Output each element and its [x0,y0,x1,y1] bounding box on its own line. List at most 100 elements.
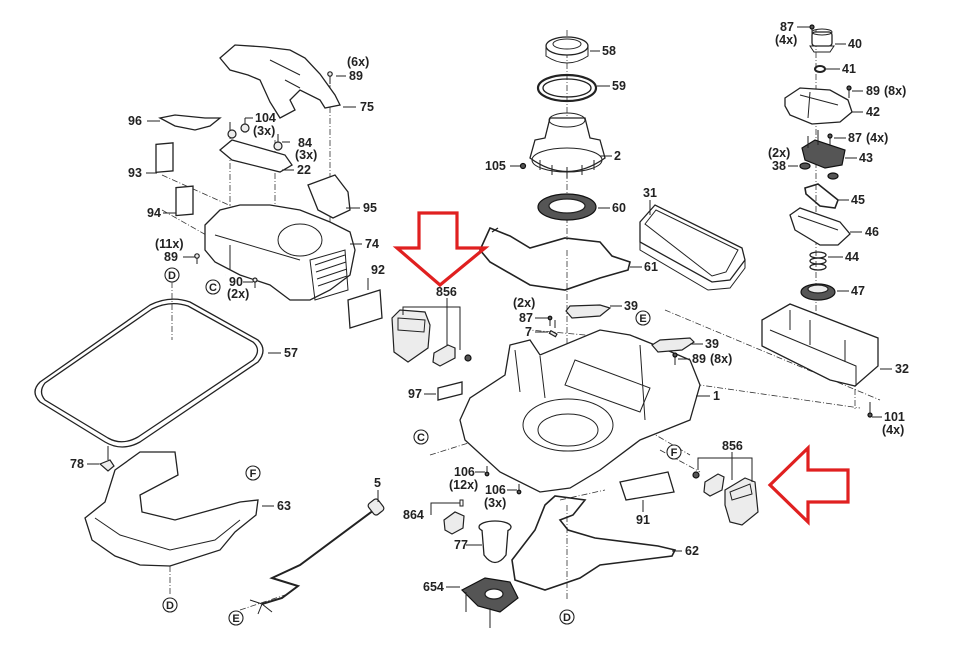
part-78-clip[interactable] [98,446,115,472]
label-89-cover-qty: (6x) [347,55,369,69]
part-22-plate[interactable] [218,139,293,173]
part-89-screws-8x-valve[interactable] [846,85,852,98]
label-106-b-qty: (3x) [484,496,506,510]
label-22: 22 [297,163,311,177]
part-74-housing[interactable] [204,204,356,301]
part-31-filter[interactable] [639,204,746,291]
label-101: 101 [884,410,905,424]
part-39-float-a[interactable] [565,304,612,319]
label-60: 60 [612,201,626,215]
part-5-power-cable[interactable] [249,498,385,615]
part-96-pad[interactable] [158,114,222,131]
label-2: 2 [614,149,621,163]
part-864-connector[interactable] [443,499,465,535]
label-38: 38 [772,159,786,173]
part-40-actuator[interactable] [809,28,835,53]
part-84-screw[interactable] [273,134,283,151]
part-89-screws-8x-housing[interactable] [672,352,678,365]
part-59-ring[interactable] [536,73,598,103]
label-89-main: 89 [692,352,706,366]
part-labels: 58 59 2 105 60 61 31 87 (4x) 40 41 89 (8… [70,20,909,594]
part-89-screws-11x[interactable] [194,253,200,264]
part-47-diaphragm[interactable] [800,283,836,301]
label-89-main-qty: (8x) [710,352,732,366]
svg-text:E: E [639,313,646,325]
label-46: 46 [865,225,879,239]
part-654-foot-bracket[interactable] [460,577,519,628]
part-32-valve-base[interactable] [761,303,879,387]
part-39-float-b[interactable] [651,337,695,353]
part-856-kit-lower[interactable] [692,471,759,526]
part-62-gasket[interactable] [511,495,677,591]
label-104: 104 [255,111,276,125]
reference-marker-F-left: F [245,465,261,481]
part-63-base-tray[interactable] [84,451,259,567]
label-43: 43 [859,151,873,165]
part-101-screws[interactable] [867,402,873,418]
part-104-screws[interactable] [227,118,250,139]
label-75: 75 [360,100,374,114]
part-41-oring[interactable] [814,65,826,73]
label-105: 105 [485,159,506,173]
label-97: 97 [408,387,422,401]
part-75-cover-duct[interactable] [219,44,341,119]
part-94-filter-block[interactable] [175,185,194,217]
part-57-seal[interactable] [34,298,264,448]
part-856-kit-upper[interactable] [391,309,472,367]
label-84-qty: (3x) [295,148,317,162]
part-38-washers[interactable] [799,162,839,180]
part-105-screw[interactable] [519,162,527,170]
label-44: 44 [845,250,859,264]
label-106-a-qty: (12x) [449,478,478,492]
part-46-cover[interactable] [789,207,851,246]
svg-text:D: D [166,600,174,612]
part-61-gasket[interactable] [479,226,631,291]
label-87-housing-qty: (2x) [513,296,535,310]
part-106-screws-12x[interactable] [484,466,490,477]
label-5: 5 [374,476,381,490]
label-87-mid-qty: (4x) [866,131,888,145]
part-97-label[interactable] [437,381,463,401]
svg-text:F: F [671,447,678,459]
part-43-valve-plate[interactable] [801,130,846,169]
label-38-qty: (2x) [768,146,790,160]
reference-marker-D-upper: D [164,267,180,283]
label-856-lower: 856 [722,439,743,453]
part-89-screws-6x[interactable] [327,71,333,84]
label-40: 40 [848,37,862,51]
label-39-b: 39 [705,337,719,351]
part-87-screws-4x-mid[interactable] [827,133,833,146]
svg-text:C: C [209,282,217,294]
part-93-filter-block[interactable] [155,142,174,174]
part-45-oring[interactable] [804,183,839,209]
label-63: 63 [277,499,291,513]
label-95: 95 [363,201,377,215]
part-1-main-housing[interactable] [459,329,701,493]
label-89-cover: 89 [349,69,363,83]
part-90-screws[interactable] [252,277,258,288]
part-2-motor[interactable] [529,112,606,178]
part-87-screws-2x[interactable] [547,315,556,328]
label-90: 90 [229,275,243,289]
label-93: 93 [128,166,142,180]
label-89-valve-qty: (8x) [884,84,906,98]
part-7-pin[interactable] [548,329,558,338]
part-58-ring-cap[interactable] [545,36,589,64]
part-95-flap[interactable] [307,174,351,219]
svg-text:D: D [168,270,176,282]
label-89-valve: 89 [866,84,880,98]
part-42-valve-block[interactable] [784,87,853,125]
part-60-seal-ring[interactable] [537,193,597,221]
label-84: 84 [298,136,312,150]
svg-text:F: F [250,468,257,480]
label-856-upper: 856 [436,285,457,299]
label-87-top: 87 [780,20,794,34]
part-106-screws-3x[interactable] [516,484,522,495]
part-44-spring[interactable] [809,251,827,271]
label-78: 78 [70,457,84,471]
part-92-filter-pad[interactable] [347,289,383,329]
part-91-pad[interactable] [619,471,675,501]
svg-text:C: C [417,432,425,444]
part-77-float-cage[interactable] [478,520,512,564]
label-87-housing: 87 [519,311,533,325]
